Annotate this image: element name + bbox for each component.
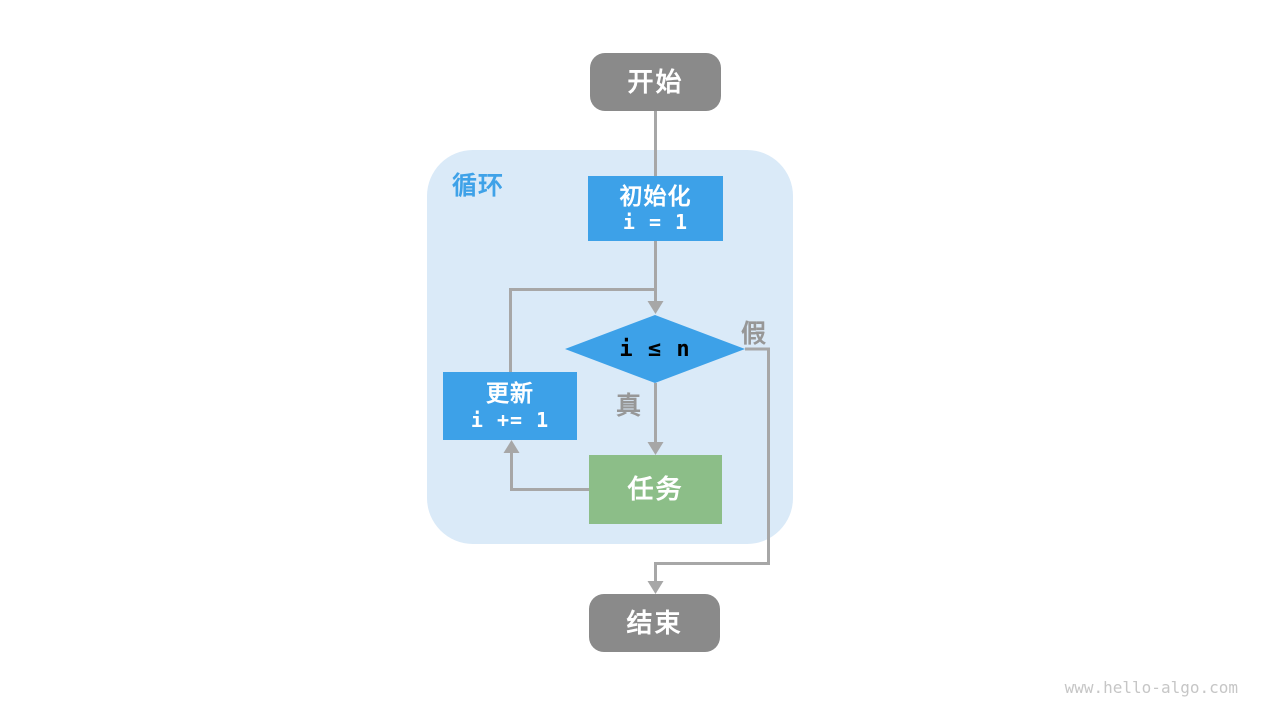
- arrowhead-into-task: [647, 442, 664, 455]
- arrowhead-into-condition: [647, 301, 664, 314]
- arrowhead-into-end: [647, 581, 664, 594]
- task-node-label: 任务: [627, 474, 684, 505]
- edge-update-to-condition: [509, 288, 656, 372]
- end-node-label: 结束: [626, 607, 683, 638]
- init-node: 初始化 i = 1: [588, 176, 723, 241]
- init-node-label: 初始化: [619, 182, 692, 209]
- arrowhead-into-update: [503, 440, 520, 453]
- end-node: 结束: [589, 594, 720, 652]
- task-node: 任务: [589, 455, 722, 524]
- false-branch-label: 假: [741, 320, 767, 348]
- update-node-label: 更新: [486, 380, 534, 407]
- update-node: 更新 i += 1: [443, 372, 577, 440]
- init-node-code: i = 1: [622, 210, 689, 235]
- edge-task-to-update: [510, 453, 589, 491]
- true-branch-label: 真: [616, 392, 642, 420]
- edge-condition-false-to-end: [654, 347, 770, 585]
- start-node: 开始: [590, 53, 721, 111]
- loop-region-label: 循环: [452, 172, 505, 200]
- start-node-label: 开始: [627, 66, 684, 97]
- watermark-text: www.hello-algo.com: [1064, 678, 1238, 697]
- condition-node-code: i ≤ n: [619, 336, 691, 362]
- update-node-code: i += 1: [470, 407, 550, 432]
